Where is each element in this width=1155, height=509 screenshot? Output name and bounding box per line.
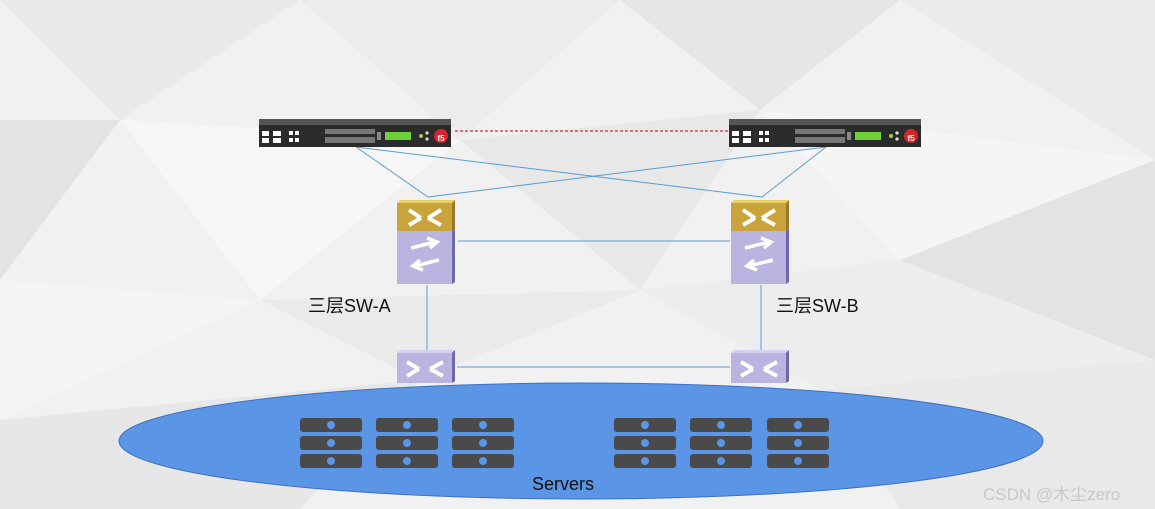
- f5-load-balancer-icon: [729, 119, 921, 147]
- server-rack-icon: [767, 418, 829, 468]
- server-rack-icon: [614, 418, 676, 468]
- server-rack-icon: [300, 418, 362, 468]
- lb-logo-text: f5: [437, 134, 445, 143]
- access-switch-icon: [395, 348, 457, 385]
- layer3-switch-icon: [729, 198, 791, 286]
- link-lb-b-to-sw-a: [427, 146, 827, 198]
- watermark: CSDN @木尘zero: [983, 485, 1121, 504]
- switch-b-label: 三层SW-B: [776, 296, 859, 316]
- server-pool: [118, 382, 1044, 500]
- link-lb-b-to-sw-b: [761, 146, 827, 198]
- server-rack-icon: [452, 418, 514, 468]
- server-rack-icon: [376, 418, 438, 468]
- link-lb-a-to-sw-b: [355, 146, 763, 198]
- servers-label: Servers: [532, 474, 595, 494]
- link-lb-a-to-sw-a: [355, 146, 429, 198]
- switch-a-label: 三层SW-A: [308, 296, 391, 316]
- access-switch-icon: [729, 348, 791, 385]
- layer3-switch-icon: [395, 198, 457, 286]
- server-rack-icon: [690, 418, 752, 468]
- f5-load-balancer-icon: [259, 119, 451, 147]
- lb-logo-text: f5: [907, 134, 915, 143]
